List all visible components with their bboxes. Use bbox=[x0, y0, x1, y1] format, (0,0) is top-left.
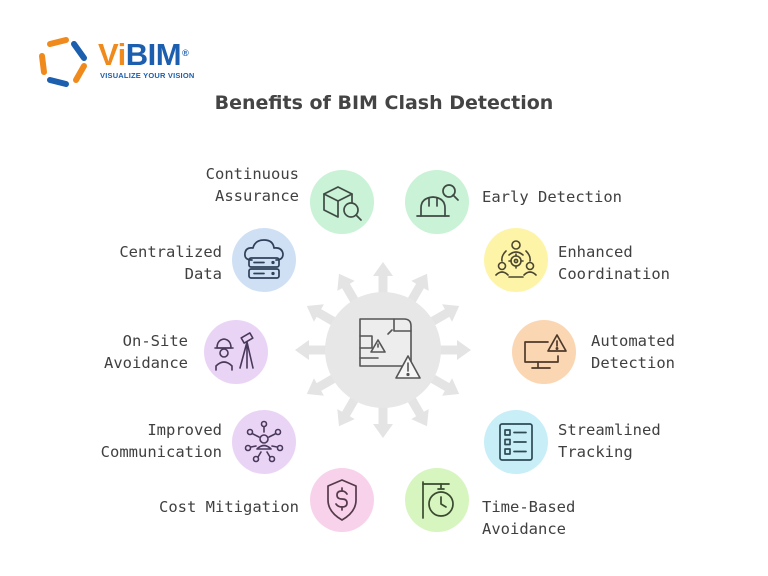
benefit-label-line2: Data bbox=[184, 265, 222, 283]
brand-name-first: Vi bbox=[98, 37, 126, 72]
hub-arrow bbox=[405, 273, 429, 308]
vibim-logo: ViBIM® VISUALIZE YOUR VISION bbox=[36, 36, 216, 88]
people-network-icon bbox=[244, 420, 284, 463]
benefit-label-cost-mitigation: Cost Mitigation bbox=[159, 496, 299, 518]
benefit-label-line1: Time-Based bbox=[482, 498, 576, 516]
benefit-circle-on-site-avoidance bbox=[204, 320, 268, 384]
blueprint-warning-icon bbox=[359, 318, 421, 379]
benefit-circle-streamlined-tracking bbox=[484, 410, 548, 474]
hub-arrow bbox=[306, 372, 341, 396]
benefit-circle-automated-detection bbox=[512, 320, 576, 384]
benefit-label-line1: Improved bbox=[147, 421, 222, 439]
benefit-circle-centralized-data bbox=[232, 228, 296, 292]
benefit-label-streamlined-tracking: Streamlined Tracking bbox=[558, 419, 661, 463]
hub-arrow bbox=[425, 304, 460, 328]
hub-arrow bbox=[373, 262, 393, 298]
box-search-icon bbox=[323, 186, 362, 221]
benefit-label-line2: Communication bbox=[100, 443, 222, 461]
hub-arrow bbox=[306, 304, 341, 328]
benefit-circle-enhanced-coordination bbox=[484, 228, 548, 292]
benefit-label-continuous-assurance: Continuous Assurance bbox=[206, 163, 299, 207]
benefit-label-improved-communication: Improved Communication bbox=[101, 419, 222, 463]
hub-arrow bbox=[337, 273, 361, 308]
benefit-label-line2: Assurance bbox=[215, 187, 299, 205]
benefit-label-line1: Centralized bbox=[119, 243, 222, 261]
worker-surveying-icon bbox=[214, 332, 254, 371]
benefit-circle-early-detection bbox=[405, 170, 469, 234]
benefit-label-early-detection: Early Detection bbox=[482, 186, 622, 208]
team-gear-icon bbox=[495, 240, 537, 278]
hub-arrow bbox=[337, 392, 361, 427]
cloud-storage-icon bbox=[244, 239, 284, 279]
benefit-label-automated-detection: Automated Detection bbox=[591, 330, 675, 374]
monitor-warning-icon bbox=[524, 334, 567, 369]
benefit-label-line1: Streamlined bbox=[558, 421, 661, 439]
hub-arrow bbox=[295, 340, 331, 360]
hub-arrow bbox=[373, 402, 393, 438]
benefit-label-line1: On-Site bbox=[122, 332, 188, 350]
hub-arrow bbox=[405, 392, 429, 427]
brand-tagline: VISUALIZE YOUR VISION bbox=[100, 71, 195, 80]
benefit-label-line2: Avoidance bbox=[482, 520, 566, 538]
benefit-label-line2: Avoidance bbox=[104, 354, 188, 372]
benefit-label-line1: Enhanced bbox=[558, 243, 633, 261]
benefit-circle-improved-communication bbox=[232, 410, 296, 474]
brand-wordmark: ViBIM® bbox=[98, 37, 189, 72]
benefit-circle-time-based-avoidance bbox=[405, 468, 469, 532]
benefit-label-line2: Coordination bbox=[558, 265, 670, 283]
registered-mark: ® bbox=[182, 48, 189, 58]
dollar-shield-icon bbox=[327, 479, 357, 521]
benefit-label-enhanced-coordination: Enhanced Coordination bbox=[558, 241, 670, 285]
benefit-label-time-based-avoidance: Time-Based Avoidance bbox=[482, 496, 575, 540]
brand-name-rest: BIM bbox=[125, 37, 182, 72]
benefit-circle-cost-mitigation bbox=[310, 468, 374, 532]
benefit-label-line2: Tracking bbox=[558, 443, 633, 461]
benefit-label-centralized-data: Centralized Data bbox=[119, 241, 222, 285]
benefit-label-line1: Cost Mitigation bbox=[159, 498, 299, 516]
benefit-label-on-site-avoidance: On-Site Avoidance bbox=[104, 330, 188, 374]
stopwatch-icon bbox=[422, 481, 454, 519]
benefit-label-line1: Automated bbox=[591, 332, 675, 350]
hub-arrow bbox=[435, 340, 471, 360]
vibim-logo-icon bbox=[39, 37, 87, 87]
benefit-label-line1: Early Detection bbox=[482, 188, 622, 206]
benefit-label-line2: Detection bbox=[591, 354, 675, 372]
benefit-circle-continuous-assurance bbox=[310, 170, 374, 234]
checklist-icon bbox=[499, 423, 533, 461]
hub-arrow bbox=[425, 372, 460, 396]
benefit-label-line1: Continuous bbox=[205, 165, 299, 183]
hardhat-search-icon bbox=[416, 184, 459, 217]
page-title: Benefits of BIM Clash Detection bbox=[214, 92, 554, 114]
